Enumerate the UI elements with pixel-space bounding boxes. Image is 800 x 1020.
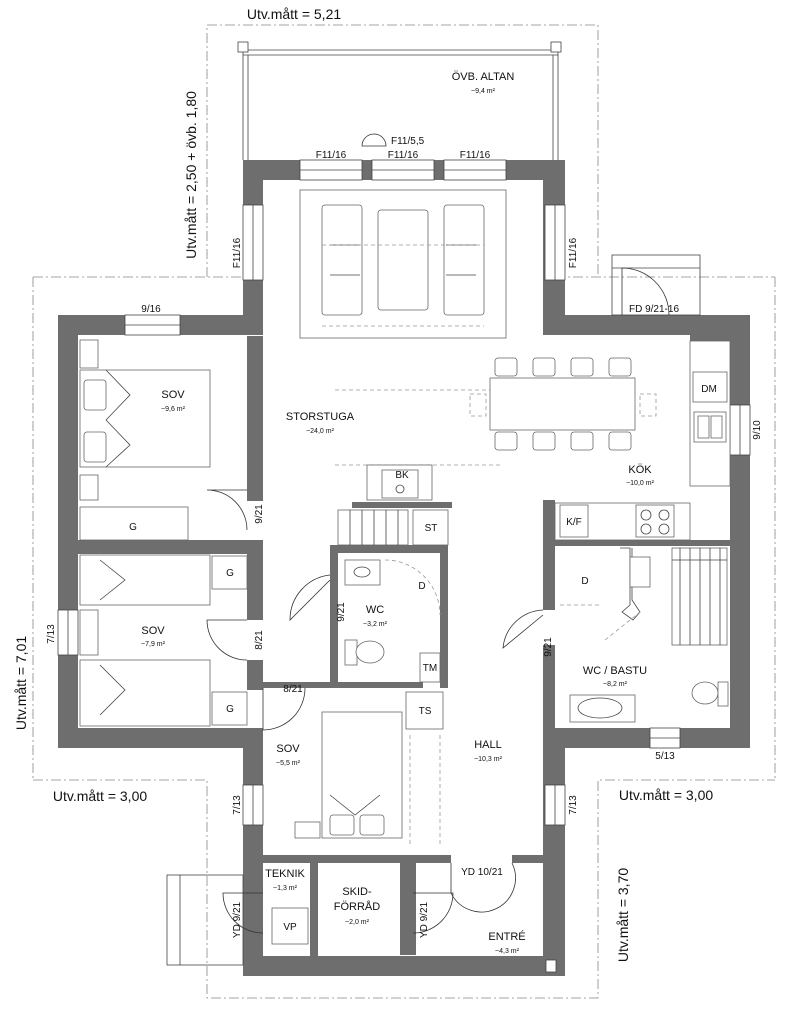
window-label-7-13-lower-left: 7/13 (232, 795, 243, 815)
room-wc-area: ~3,2 m² (363, 621, 388, 628)
window-label-7-13-lower-right: 7/13 (568, 795, 579, 815)
room-sov1-name: SOV (161, 389, 185, 401)
storage-st (412, 509, 449, 546)
dining-table (469, 357, 657, 451)
kitchen-kf-label: K/F (566, 517, 582, 528)
kitchen-dm-label: DM (701, 384, 717, 395)
room-entre-name: ENTRÉ (488, 930, 525, 943)
window-label-9-16: 9/16 (141, 304, 161, 315)
bedroom-3-furniture (294, 711, 403, 839)
skylight-icon (361, 133, 387, 147)
living-furniture (299, 189, 507, 339)
wardrobe-g-3: G (226, 704, 234, 715)
door-label-8-21-a: 8/21 (254, 630, 265, 650)
room-storstuga-name: STORSTUGA (286, 411, 355, 423)
door-label-9-21-a: 9/21 (254, 504, 265, 524)
window-label-f11-16-a: F11/16 (316, 150, 347, 161)
room-skidforrad-area: ~2,0 m² (345, 919, 370, 926)
window-label-5-13: 5/13 (655, 751, 675, 762)
room-sov2-name: SOV (141, 625, 165, 637)
room-sov2-area: ~7,9 m² (141, 641, 166, 648)
dimension-left-top: Utv.mått = 2,50 + övb. 1,80 (183, 91, 199, 259)
window-label-f11-55: F11/5,5 (391, 136, 425, 147)
room-kok-area: ~10,0 m² (626, 480, 654, 487)
sauna-d-label: D (581, 576, 588, 587)
door-label-yd-9-21-right: YD 9/21 (419, 901, 430, 938)
room-wcbastu-area: ~8,2 m² (603, 681, 628, 688)
bedroom-2-furniture (79, 554, 248, 727)
interior-doors (206, 489, 544, 934)
heat-pump-vp-label: VP (283, 922, 297, 933)
stairs (337, 509, 409, 546)
wardrobe-g-2: G (226, 568, 234, 579)
room-wc-name: WC (366, 604, 384, 616)
kitchen-fixtures (554, 340, 731, 541)
dimension-bottom-left: Utv.mått = 3,00 (53, 788, 147, 804)
room-entre-area: ~4,3 m² (495, 948, 520, 955)
window-label-f11-16-c: F11/16 (460, 150, 491, 161)
entrance-step-left (166, 874, 244, 966)
door-label-8-21-b: 8/21 (283, 684, 303, 695)
wc-d-label: D (418, 581, 425, 592)
room-teknik-area: ~1,3 m² (273, 885, 298, 892)
dimension-left-mid: Utv.mått = 7,01 (13, 636, 29, 730)
room-skidforrad-name-1: SKID- (342, 886, 372, 898)
altan (237, 41, 562, 160)
fireplace-icon (366, 464, 433, 501)
room-altan-area: ~9,4 m² (471, 88, 496, 95)
room-sov3-area: ~5,5 m² (276, 760, 301, 767)
room-hall-area: ~10,3 m² (474, 756, 502, 763)
storage-st-label: ST (425, 523, 438, 534)
fireplace-label: BK (395, 470, 409, 481)
kitchen-step (611, 254, 701, 316)
room-altan-name: ÖVB. ALTAN (452, 71, 515, 83)
dimension-lines (32, 24, 776, 999)
kitchen-door-swing (621, 267, 670, 316)
wc-fixtures (344, 559, 441, 683)
door-label-yd-9-21-left: YD 9/21 (232, 901, 243, 938)
room-teknik-name: TEKNIK (265, 868, 305, 880)
dimension-top: Utv.mått = 5,21 (247, 6, 341, 22)
wardrobe-g-1: G (129, 522, 137, 533)
door-label-9-21-b: 9/21 (336, 602, 347, 622)
room-storstuga-area: ~24,0 m² (306, 428, 334, 435)
windows (57, 159, 751, 826)
dimension-right-bottom: Utv.mått = 3,70 (615, 868, 631, 962)
dimension-bottom-right: Utv.mått = 3,00 (619, 787, 713, 803)
room-hall-name: HALL (474, 739, 502, 751)
room-sov1-area: ~9,6 m² (161, 406, 186, 413)
room-kok-name: KÖK (628, 464, 652, 476)
window-label-f11-16-b: F11/16 (388, 150, 419, 161)
door-label-yd-10-21: YD 10/21 (461, 867, 503, 878)
window-label-f11-16-left: F11/16 (232, 237, 243, 268)
room-skidforrad-name-2: FÖRRÅD (334, 900, 381, 913)
sauna-fixtures (560, 547, 729, 723)
heat-pump-vp (271, 907, 309, 945)
window-label-f11-16-right: F11/16 (568, 237, 579, 268)
bedroom-1-furniture (79, 339, 211, 541)
wardrobe-ts (405, 691, 444, 730)
window-label-7-13-left: 7/13 (46, 624, 57, 644)
wc-tm-label: TM (423, 663, 437, 674)
door-label-fd: FD 9/21-16 (629, 304, 679, 315)
wardrobe-ts-label: TS (419, 706, 432, 717)
door-label-9-21-c: 9/21 (543, 637, 554, 657)
room-sov3-name: SOV (276, 743, 300, 755)
window-label-9-10: 9/10 (752, 420, 763, 440)
room-wcbastu-name: WC / BASTU (583, 665, 647, 677)
